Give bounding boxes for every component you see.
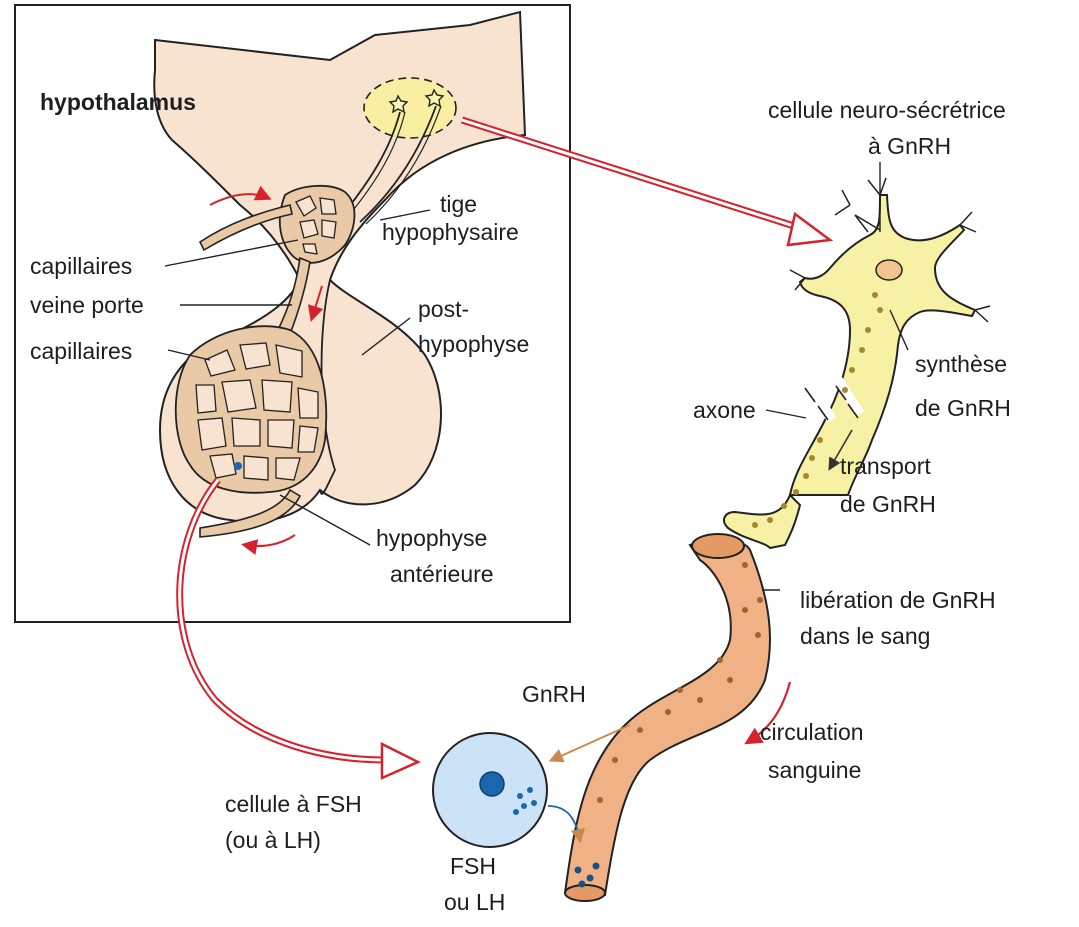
label-cellule-fsh-1: cellule à FSH: [225, 790, 362, 818]
label-tige-2: hypophysaire: [382, 218, 519, 246]
label-circulation-1: circulation: [760, 718, 864, 746]
label-tige-1: tige: [440, 190, 477, 218]
label-post-1: post-: [418, 295, 469, 323]
label-circulation-2: sanguine: [768, 756, 861, 784]
neuron-zone: [364, 78, 456, 138]
label-transport-2: de GnRH: [840, 490, 936, 518]
label-fsh-1: FSH: [450, 852, 496, 880]
vessel-opening: [692, 534, 744, 558]
label-synthese-1: synthèse: [915, 350, 1007, 378]
label-capillaires-bottom: capillaires: [30, 337, 132, 365]
gnrh-neuron: [790, 178, 990, 495]
label-anterieure-1: hypophyse: [376, 524, 487, 552]
label-transport-1: transport: [840, 452, 931, 480]
label-liberation-2: dans le sang: [800, 622, 930, 650]
fsh-cell: [433, 733, 547, 847]
label-hypothalamus: hypothalamus: [40, 88, 196, 116]
label-gnrh: GnRH: [522, 680, 586, 708]
hormone-dot: [234, 462, 242, 470]
label-neuro-1: cellule neuro-sécrétrice: [768, 96, 1006, 124]
label-neuro-2: à GnRH: [868, 132, 951, 160]
blood-vessel: [565, 540, 770, 895]
label-post-2: hypophyse: [418, 330, 529, 358]
label-veine-porte: veine porte: [30, 291, 144, 319]
label-liberation-1: libération de GnRH: [800, 586, 996, 614]
label-cellule-fsh-2: (ou à LH): [225, 826, 321, 854]
label-fsh-2: ou LH: [444, 888, 505, 916]
flow-arrow-bottom: [245, 535, 295, 546]
vessel-end: [565, 885, 605, 901]
label-synthese-2: de GnRH: [915, 394, 1011, 422]
label-axone: axone: [693, 396, 756, 424]
label-capillaires-top: capillaires: [30, 252, 132, 280]
label-anterieure-2: antérieure: [390, 560, 494, 588]
